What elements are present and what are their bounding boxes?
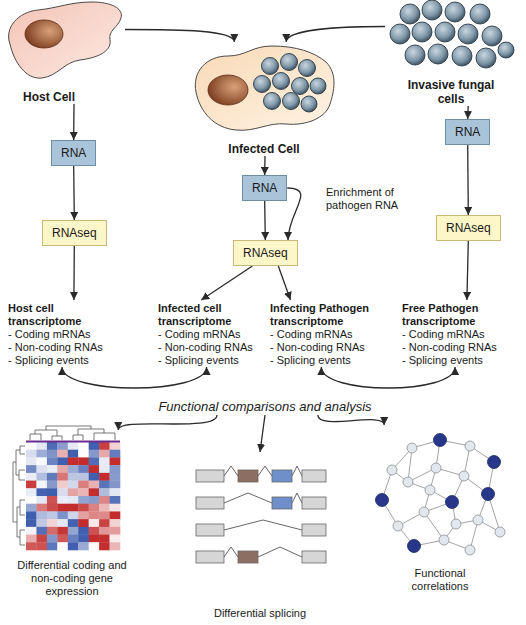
transcriptome-heading: Host cell transcriptome xyxy=(8,300,116,328)
flow-arrow xyxy=(260,415,265,452)
heatmap-band xyxy=(26,441,120,443)
heatmap-cells xyxy=(26,442,120,550)
transcriptome-item: - Splicing events xyxy=(270,354,384,367)
edge-label: Enrichment of pathogen RNA xyxy=(326,186,410,212)
box-label: RNA xyxy=(252,181,277,195)
box-label: RNAseq xyxy=(243,246,288,260)
correlation-network xyxy=(376,434,506,556)
flow-arrow xyxy=(73,166,75,220)
flow-arrow xyxy=(467,106,469,119)
flow-arrow xyxy=(467,241,468,300)
transcriptome-item: - Non-coding RNAs xyxy=(402,341,520,354)
infected-cell-body xyxy=(195,46,334,130)
flow-arrow xyxy=(73,246,75,300)
transcriptome-heading: Free Pathogen transcriptome xyxy=(402,300,520,328)
transcriptome-item: - Splicing events xyxy=(158,354,266,367)
transcriptome-heading: Infecting Pathogen transcriptome xyxy=(270,300,384,328)
heatmap-panel: Differential coding and non-coding gene … xyxy=(6,430,138,598)
panel-label: Differential coding and non-coding gene … xyxy=(6,559,138,598)
fungal-cells xyxy=(390,0,514,68)
panel-label: Differential splicing xyxy=(188,607,332,620)
rna-box: RNA xyxy=(51,140,96,166)
host-cell: Host Cell xyxy=(5,2,125,104)
cell-label: Invasive fungal cells xyxy=(395,78,507,106)
transcriptome-item: - Non-coding RNAs xyxy=(8,341,116,354)
rnaseq-box: RNAseq xyxy=(436,215,501,241)
box-label: RNA xyxy=(455,125,480,139)
flow-arrow xyxy=(118,415,217,430)
splicing-panel: Differential splicing xyxy=(188,452,332,620)
rna-box: RNA xyxy=(242,175,287,201)
transcriptome-item: - Coding mRNAs xyxy=(402,328,520,341)
infected-cell: Infected Cell xyxy=(190,42,338,156)
box-label: RNAseq xyxy=(446,221,491,235)
flow-arrow xyxy=(287,188,301,240)
heatmap-dendrogram xyxy=(13,426,115,545)
flow-arrow xyxy=(125,30,234,43)
rnaseq-box: RNAseq xyxy=(42,220,107,246)
network-panel: Functional correlations xyxy=(372,425,508,593)
transcriptome-item: - Splicing events xyxy=(8,354,116,367)
splicing-isoforms xyxy=(196,466,326,563)
host-nucleus xyxy=(25,20,63,48)
flow-arrow xyxy=(321,367,455,388)
flow-arrow xyxy=(286,27,385,43)
transcriptome-item: - Non-coding RNAs xyxy=(270,341,384,354)
flow-arrow xyxy=(73,104,75,140)
flow-arrow xyxy=(318,415,384,425)
cell-label: Host Cell xyxy=(5,90,125,104)
flow-arrow xyxy=(467,145,469,215)
analysis-label: Functional comparisons and analysis xyxy=(145,399,385,415)
transcriptome-list: Infecting Pathogen transcriptome- Coding… xyxy=(270,300,384,367)
transcriptome-item: - Non-coding RNAs xyxy=(158,341,266,354)
rnaseq-box: RNAseq xyxy=(233,240,298,266)
transcriptome-heading: Infected cell transcriptome xyxy=(158,300,266,328)
transcriptome-list: Infected cell transcriptome- Coding mRNA… xyxy=(158,300,266,367)
flow-arrow xyxy=(264,201,266,240)
fungal-cells: Invasive fungal cells xyxy=(385,0,517,106)
transcriptome-list: Host cell transcriptome- Coding mRNAs- N… xyxy=(8,300,116,367)
analysis-hub: Functional comparisons and analysis xyxy=(145,399,385,415)
flow-arrow xyxy=(264,156,266,175)
transcriptome-item: - Coding mRNAs xyxy=(158,328,266,341)
flow-arrow xyxy=(201,266,252,300)
rna-box: RNA xyxy=(445,119,490,145)
panel-label: Functional correlations xyxy=(390,567,490,593)
transcriptome-item: - Coding mRNAs xyxy=(8,328,116,341)
flow-arrow xyxy=(278,266,290,300)
transcriptome-item: - Splicing events xyxy=(402,354,520,367)
transcriptome-item: - Coding mRNAs xyxy=(270,328,384,341)
cell-label: Infected Cell xyxy=(190,142,338,156)
box-label: RNAseq xyxy=(52,226,97,240)
flow-arrow xyxy=(62,367,207,388)
intracellular-fungi xyxy=(254,54,327,113)
transcriptome-list: Free Pathogen transcriptome- Coding mRNA… xyxy=(402,300,520,367)
box-label: RNA xyxy=(61,146,86,160)
host-cell-body xyxy=(9,2,122,78)
infected-nucleus xyxy=(208,75,248,105)
